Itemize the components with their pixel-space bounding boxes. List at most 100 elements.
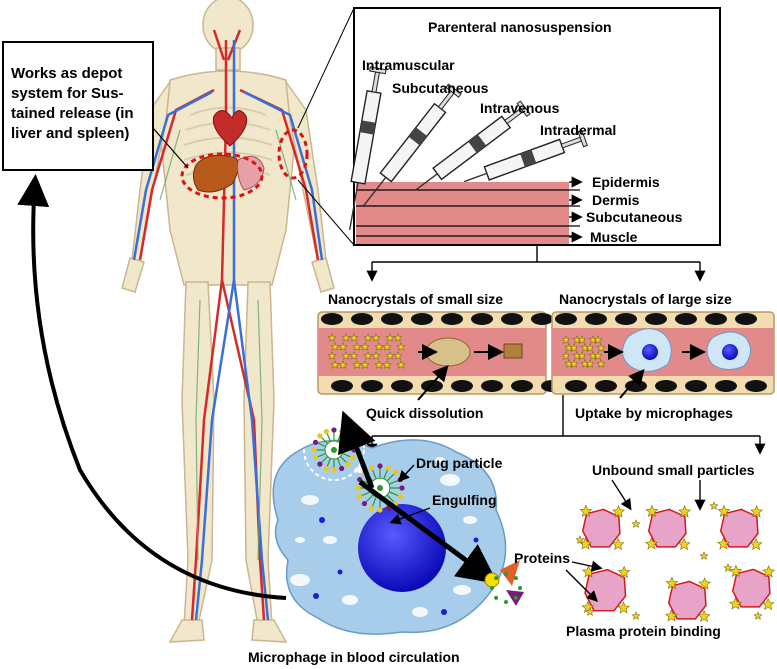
syringe-intradermal <box>464 129 588 183</box>
fragment-dot <box>518 586 522 590</box>
vacuole <box>290 574 310 586</box>
free-particle <box>753 611 763 620</box>
unbound-particles-label: Unbound small particles <box>592 462 755 478</box>
free-particle <box>631 519 641 528</box>
nanocrystal <box>330 360 340 369</box>
vacuole <box>453 585 471 595</box>
fragment-shard <box>500 560 520 586</box>
drug-particle-label: Drug particle <box>416 455 503 471</box>
particle-tip <box>339 428 345 435</box>
vessel-wall-cell <box>501 313 523 325</box>
fragment-dot <box>490 586 494 590</box>
bound-particle <box>617 601 631 614</box>
vessel-wall-cell <box>361 380 383 392</box>
fragment-dot <box>494 576 499 581</box>
layer-label-epidermis: Epidermis <box>592 174 660 190</box>
injection-panel: Parenteral nanosuspension Epidermis Derm… <box>348 7 721 246</box>
zoom-line-bottom <box>297 179 355 246</box>
nanocrystal <box>577 351 587 360</box>
bound-particle <box>644 537 658 550</box>
exit-arrow-big <box>358 479 499 584</box>
vessel-wall-cell <box>615 313 637 325</box>
particle-tip <box>311 447 317 453</box>
bound-particle <box>645 504 659 517</box>
vessel-wall-cell <box>451 380 473 392</box>
vessel-wall-cell <box>685 380 707 392</box>
depot-pointer-line <box>152 127 189 169</box>
vessel-wall-cell <box>735 313 757 325</box>
bound-particle <box>677 537 691 551</box>
particle-tip <box>312 439 319 445</box>
vacuole <box>412 607 428 617</box>
vessel-wall-cell <box>321 313 343 325</box>
nanocrystal <box>352 342 362 351</box>
particle-tip <box>317 461 323 467</box>
released-fragments <box>484 560 524 606</box>
vessel-large <box>551 311 775 399</box>
bound-particle <box>728 597 742 610</box>
nanocrystal <box>341 351 351 360</box>
route-label-intramuscular: Intramuscular <box>362 57 455 73</box>
engulf-arrow-big <box>338 410 376 489</box>
bound-particle <box>611 537 625 551</box>
layer-label-muscle: Muscle <box>590 229 638 245</box>
proteins-pointer-2 <box>565 569 598 602</box>
return-arrow <box>17 174 287 600</box>
nanocrystal <box>363 351 373 360</box>
bound-particle <box>717 504 731 517</box>
granule <box>313 593 319 599</box>
vessel-wall-cell <box>531 313 553 325</box>
particle-tip <box>339 465 345 472</box>
nanocrystal <box>363 333 373 342</box>
macrophage-caption: Microphage in blood circulation <box>248 649 460 665</box>
vessel-caption-small: Quick dissolution <box>366 405 483 421</box>
nanocrystal <box>374 342 384 351</box>
free-particle <box>631 611 641 620</box>
route-label-subcutaneous: Subcutaneous <box>392 80 489 96</box>
engulfing-label: Engulfing <box>432 492 497 508</box>
bound-particle <box>749 537 763 551</box>
bound-particle <box>697 609 711 623</box>
vacuole <box>295 537 305 543</box>
nanocrystal <box>352 360 362 369</box>
vacuole <box>463 516 477 524</box>
nanocrystal <box>569 359 579 368</box>
bound-particle <box>665 576 679 589</box>
layer-label-dermis: Dermis <box>592 192 640 208</box>
injection-panel-title: Parenteral nanosuspension <box>428 19 612 35</box>
bound-particle <box>678 505 692 518</box>
vessel-caption-large: Uptake by microphages <box>575 405 733 421</box>
vessel-wall-cell <box>655 380 677 392</box>
depot-box: Works as depot system for Sus- tained re… <box>2 41 154 171</box>
vessel-wall-cell <box>511 380 533 392</box>
vessel-wall-cell <box>351 313 373 325</box>
vacuole <box>323 536 337 544</box>
bound-particle <box>698 577 712 590</box>
nanocrystal <box>596 359 606 368</box>
unbound-pointer-1 <box>611 479 632 511</box>
vessel-wall-cell <box>715 380 737 392</box>
nanocrystal <box>374 360 384 369</box>
nanocrystal <box>330 342 340 351</box>
macrophage-cell <box>272 439 507 635</box>
drug-particle-pointer <box>398 464 415 483</box>
particle-tip <box>323 465 329 472</box>
layer-label-subcutaneous: Subcutaneous <box>586 209 683 225</box>
vessel-small <box>317 311 563 401</box>
bound-particle <box>750 505 764 518</box>
particle-tip <box>317 433 323 439</box>
nanocrystal <box>349 351 359 360</box>
nanocrystal <box>593 351 603 360</box>
vessel-wall-cell <box>441 313 463 325</box>
nanocrystal <box>360 342 370 351</box>
proteins-label: Proteins <box>514 550 570 566</box>
free-particle <box>723 563 733 572</box>
syringe-intravenous <box>414 100 531 192</box>
particle-tip <box>392 469 399 476</box>
nanocrystal <box>393 351 403 360</box>
bound-particle <box>617 565 631 578</box>
free-particle <box>575 535 585 544</box>
nanocrystal <box>393 333 403 342</box>
vessel-wall-cell <box>745 380 767 392</box>
